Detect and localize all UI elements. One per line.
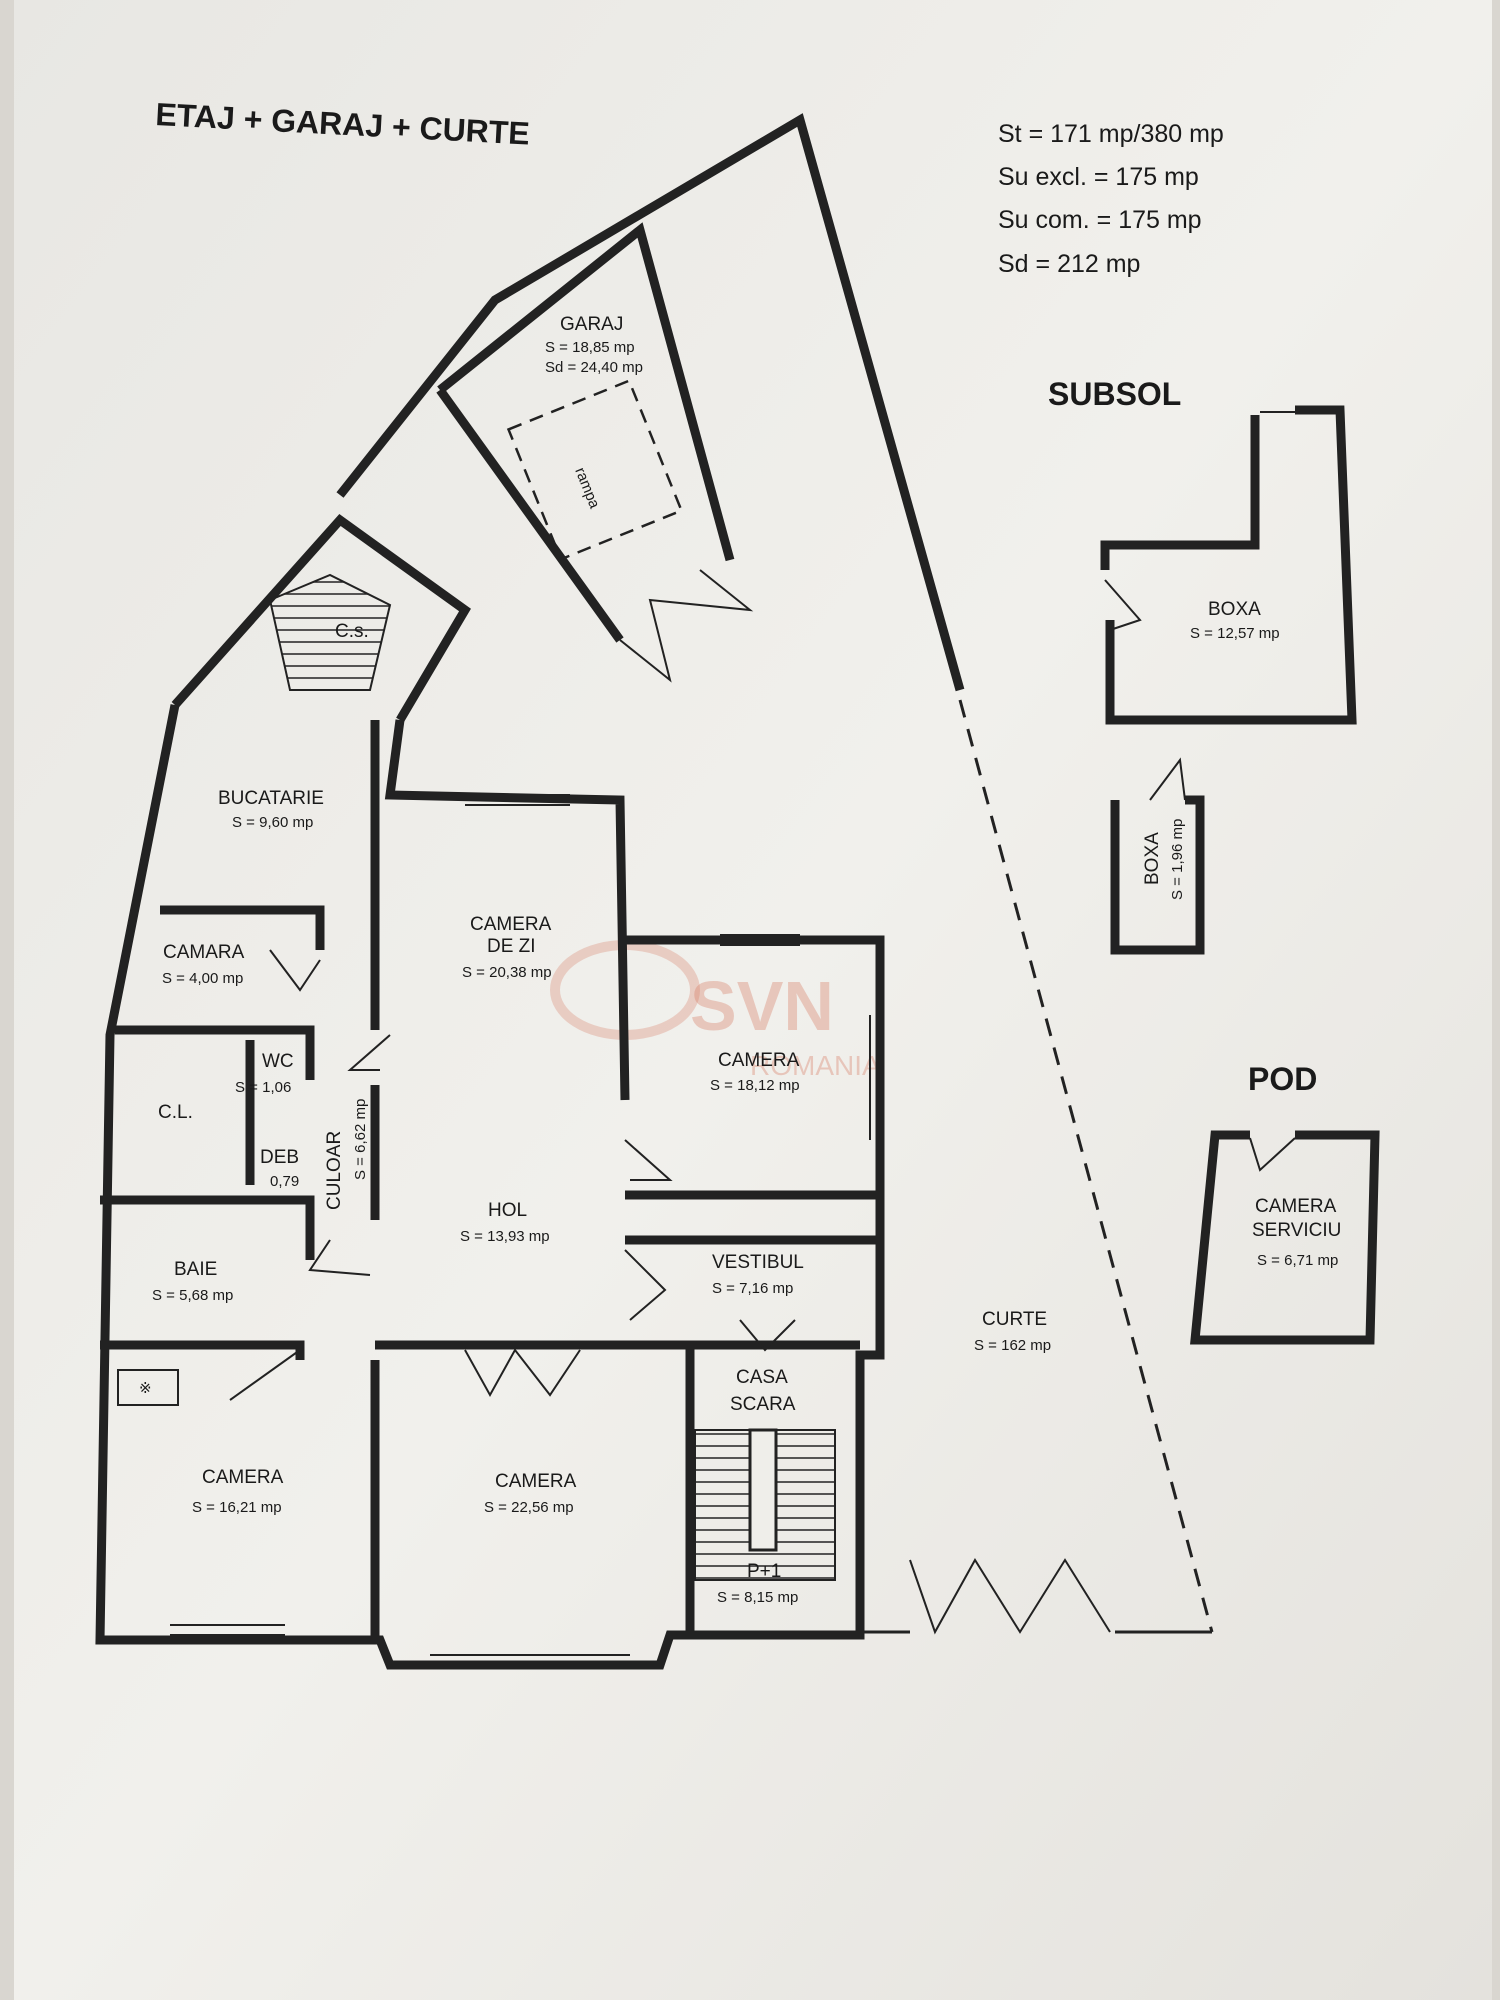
stat-st: St = 171 mp/380 mp [998, 120, 1224, 148]
storage-2-door [1149, 757, 1186, 801]
garage-door [619, 569, 754, 683]
storage-1-name: BOXA [1208, 599, 1261, 620]
bedroom-18-name: CAMERA [718, 1050, 800, 1071]
attic-door [1249, 1137, 1296, 1172]
wc-name: WC [262, 1051, 294, 1072]
cl-name: C.L. [158, 1102, 193, 1123]
storage-2-area: S = 1,96 mp [1169, 819, 1186, 900]
storage-1-area: S = 12,57 mp [1190, 625, 1280, 642]
courtyard-gate [909, 1558, 1111, 1635]
bedroom-16-area: S = 16,21 mp [192, 1499, 282, 1516]
garage-area-sd: Sd = 24,40 mp [545, 359, 643, 376]
garage-wall-west [436, 387, 624, 643]
stair-door [739, 1319, 796, 1352]
stat-su-excl: Su excl. = 175 mp [998, 163, 1199, 191]
stairwell-area: S = 8,15 mp [717, 1589, 798, 1606]
bedroom-22-door [464, 1348, 581, 1398]
pantry-name: CAMARA [163, 942, 245, 963]
courtyard-wall-north [336, 113, 965, 692]
bath-area: S = 5,68 mp [152, 1287, 233, 1304]
service-room-name-1: CAMERA [1255, 1196, 1337, 1217]
pantry-area: S = 4,00 mp [162, 970, 243, 987]
kitchen-name: BUCATARIE [218, 788, 324, 809]
living-name-2: DE ZI [487, 936, 536, 957]
vestibul-area: S = 7,16 mp [712, 1280, 793, 1297]
stove-icon [117, 1369, 179, 1406]
garage-name: GARAJ [560, 314, 623, 335]
stairwell-name-2: SCARA [730, 1394, 796, 1415]
garage-area: S = 18,85 mp [545, 339, 635, 356]
basement-plan: BOXA S = 12,57 mp BOXA S = 1,96 mp [1100, 405, 1357, 955]
area-stats: St = 171 mp/380 mp Su excl. = 175 mp Su … [998, 120, 1224, 278]
storage-2-walls [1110, 795, 1205, 955]
paper-background [14, 0, 1492, 2000]
bedroom-16-name: CAMERA [202, 1467, 284, 1488]
stat-su-com: Su com. = 175 mp [998, 206, 1202, 234]
courtyard-boundary-east [958, 699, 1214, 1633]
kitchen-area: S = 9,60 mp [232, 814, 313, 831]
cl-south-wall [100, 1195, 315, 1260]
garage-wall-north [437, 222, 735, 562]
kitchen-south-wall [160, 905, 325, 950]
attic-walls [1190, 1130, 1380, 1345]
bath-door [308, 1239, 371, 1276]
attic-plan: CAMERA SERVICIU S = 6,71 mp [1190, 1130, 1380, 1345]
windows [170, 794, 881, 1666]
pantry-south-wall [115, 1025, 315, 1080]
vestibul-door [624, 1249, 667, 1321]
basement-door [1104, 579, 1142, 631]
living-door [347, 1034, 391, 1071]
bedroom-door [624, 1139, 673, 1181]
courtyard-name: CURTE [982, 1309, 1047, 1330]
building-outer-wall [95, 704, 885, 1670]
bedroom-22-area: S = 22,56 mp [484, 1499, 574, 1516]
basement-wall-north [1100, 415, 1260, 570]
service-stair-steps [268, 573, 392, 691]
bedroom-18-area: S = 18,12 mp [710, 1077, 800, 1094]
pantry-door [269, 949, 321, 992]
subsol-heading: SUBSOL [1048, 376, 1181, 412]
stat-sd: Sd = 212 mp [998, 250, 1140, 278]
storage-2-name: BOXA [1142, 832, 1163, 885]
watermark: SVN ROMANIA [550, 940, 881, 1081]
service-room-area: S = 6,71 mp [1257, 1252, 1338, 1269]
bedroom-16-door [229, 1349, 301, 1401]
pod-heading: POD [1248, 1061, 1317, 1097]
main-floor-plan: rampa GARAJ S = 18,85 mp Sd = 24,40 mp C… [95, 113, 1214, 1670]
bath-name: BAIE [174, 1259, 217, 1280]
watermark-brand: SVN [690, 967, 834, 1045]
main-stair-well [748, 1428, 778, 1552]
wc-area: S = 1,06 [235, 1079, 291, 1096]
corridor-name: CULOAR [324, 1131, 345, 1210]
stairwell-level: P+1 [747, 1561, 781, 1582]
hall-name: HOL [488, 1200, 527, 1221]
stove-icon-mark: ※ [139, 1380, 152, 1397]
living-room-north-wall [384, 719, 630, 1101]
deb-area: 0,79 [270, 1173, 299, 1190]
living-name-1: CAMERA [470, 914, 552, 935]
garage-ramp-outline [506, 379, 684, 561]
stairwell-name-1: CASA [736, 1367, 788, 1388]
bedroom-22-name: CAMERA [495, 1471, 577, 1492]
hall-area: S = 13,93 mp [460, 1228, 550, 1245]
living-area: S = 20,38 mp [462, 964, 552, 981]
deb-name: DEB [260, 1147, 299, 1168]
basement-wall-outer [1105, 405, 1357, 725]
service-stair-walls [171, 513, 471, 723]
corridor-area: S = 6,62 mp [352, 1099, 369, 1180]
service-room-name-2: SERVICIU [1252, 1220, 1341, 1241]
watermark-sub: ROMANIA [750, 1050, 881, 1081]
vestibul-name: VESTIBUL [712, 1252, 804, 1273]
bath-south-wall [100, 1340, 305, 1360]
service-stair-label: C.s. [335, 621, 369, 642]
courtyard-area: S = 162 mp [974, 1337, 1051, 1354]
